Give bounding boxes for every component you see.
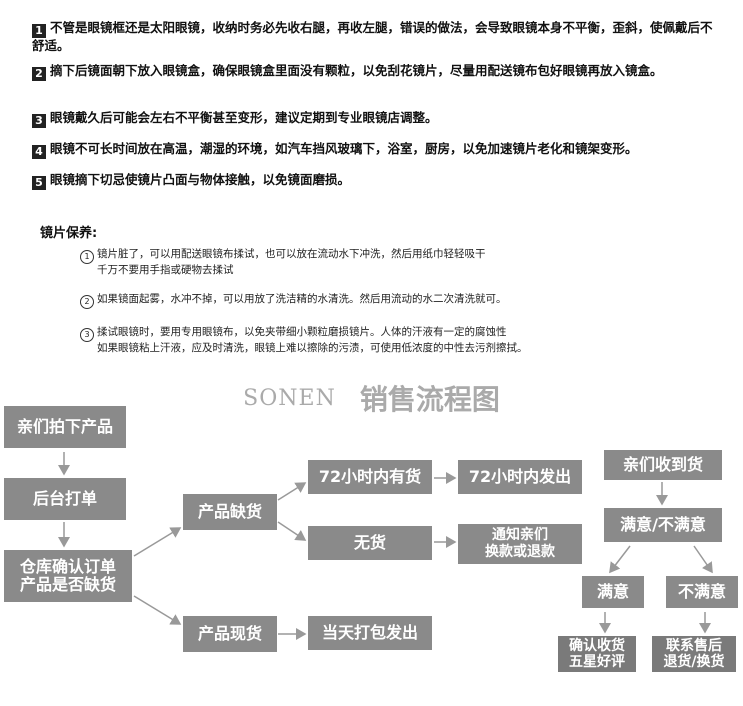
arrow [693,545,713,574]
care-note-2: 2 摘下后镜面朝下放入眼镜盒，确保眼镜盒里面没有颗粒，以免刮花镜片，尽量用配送镜布… [32,63,722,81]
flow-header: SONEN 销售流程图 [0,378,743,418]
node-in-stock: 产品现货 [183,616,277,652]
arrow [277,482,307,501]
lens-care-title: 镜片保养: [40,226,98,241]
circled-number: 2 [80,295,94,309]
lens-care-line: 千万不要用手指或硬物去揉试 [97,264,234,276]
node-out-of-stock: 产品缺货 [183,494,277,530]
node-unsatisfied: 不满意 [666,576,738,608]
node-confirm-receipt: 确认收货五星好评 [558,636,636,672]
note-text: 眼镜不可长时间放在高温，潮湿的环境，如汽车挡风玻璃下，浴室，厨房，以免加速镜片老… [50,141,638,156]
node-notify-customer: 通知亲们换款或退款 [458,524,582,564]
node-satisfied: 满意 [582,576,644,608]
care-note-5: 5 眼镜摘下切忌使镜片凸面与物体接触，以免镜面磨损。 [32,172,722,190]
node-satisfaction: 满意/不满意 [604,508,722,542]
arrow [133,527,182,557]
circled-number: 3 [80,328,94,342]
lens-care-line: 如果眼镜粘上汗液，应及时清洗，眼镜上难以擦除的污渍，可使用低浓度的中性去污剂擦拭… [97,342,528,354]
note-text: 不管是眼镜框还是太阳眼镜，收纳时务必先收右腿，再收左腿，错误的做法，会导致眼镜本… [32,20,713,53]
care-note-4: 4 眼镜不可长时间放在高温，潮湿的环境，如汽车挡风玻璃下，浴室，厨房，以免加速镜片… [32,141,722,159]
node-no-stock: 无货 [308,526,432,560]
node-received: 亲们收到货 [604,450,722,480]
brand-name: SONEN [243,385,336,411]
lens-care-line: 揉试眼镜时，要用专用眼镜布，以免夹带细小颗粒磨损镜片。人体的汗液有一定的腐蚀性 [97,326,507,338]
lens-care-line: 镜片脏了，可以用配送眼镜布揉试，也可以放在流动水下冲洗，然后用纸巾轻轻吸干 [97,248,486,260]
arrow [133,595,182,625]
node-in-stock-72h: 72小时内有货 [308,460,432,494]
note-number-badge: 5 [32,176,46,190]
note-number-badge: 2 [32,67,46,81]
note-text: 摘下后镜面朝下放入眼镜盒，确保眼镜盒里面没有颗粒，以免刮花镜片，尽量用配送镜布包… [50,63,663,78]
note-number-badge: 4 [32,145,46,159]
flow-title: 销售流程图 [359,383,500,416]
note-text: 眼镜摘下切忌使镜片凸面与物体接触，以免镜面磨损。 [50,172,351,187]
node-backend-order: 后台打单 [4,478,126,520]
circled-number: 1 [80,250,94,264]
node-ship-72h: 72小时内发出 [458,460,582,494]
note-text: 眼镜戴久后可能会左右不平衡甚至变形，建议定期到专业眼镜店调整。 [50,110,438,125]
node-order-placed: 亲们拍下产品 [4,406,126,448]
lens-care-line: 如果镜面起雾，水冲不掉，可以用放了洗洁精的水清洗。然后用流动的水二次清洗就可。 [97,293,507,305]
note-number-badge: 3 [32,114,46,128]
note-number-badge: 1 [32,24,46,38]
node-contact-support: 联系售后退货/换货 [652,636,736,672]
care-note-3: 3 眼镜戴久后可能会左右不平衡甚至变形，建议定期到专业眼镜店调整。 [32,110,722,128]
arrow [277,521,307,541]
node-ship-same-day: 当天打包发出 [308,616,432,650]
node-warehouse-check: 仓库确认订单产品是否缺货 [4,550,132,602]
arrow [609,545,631,574]
